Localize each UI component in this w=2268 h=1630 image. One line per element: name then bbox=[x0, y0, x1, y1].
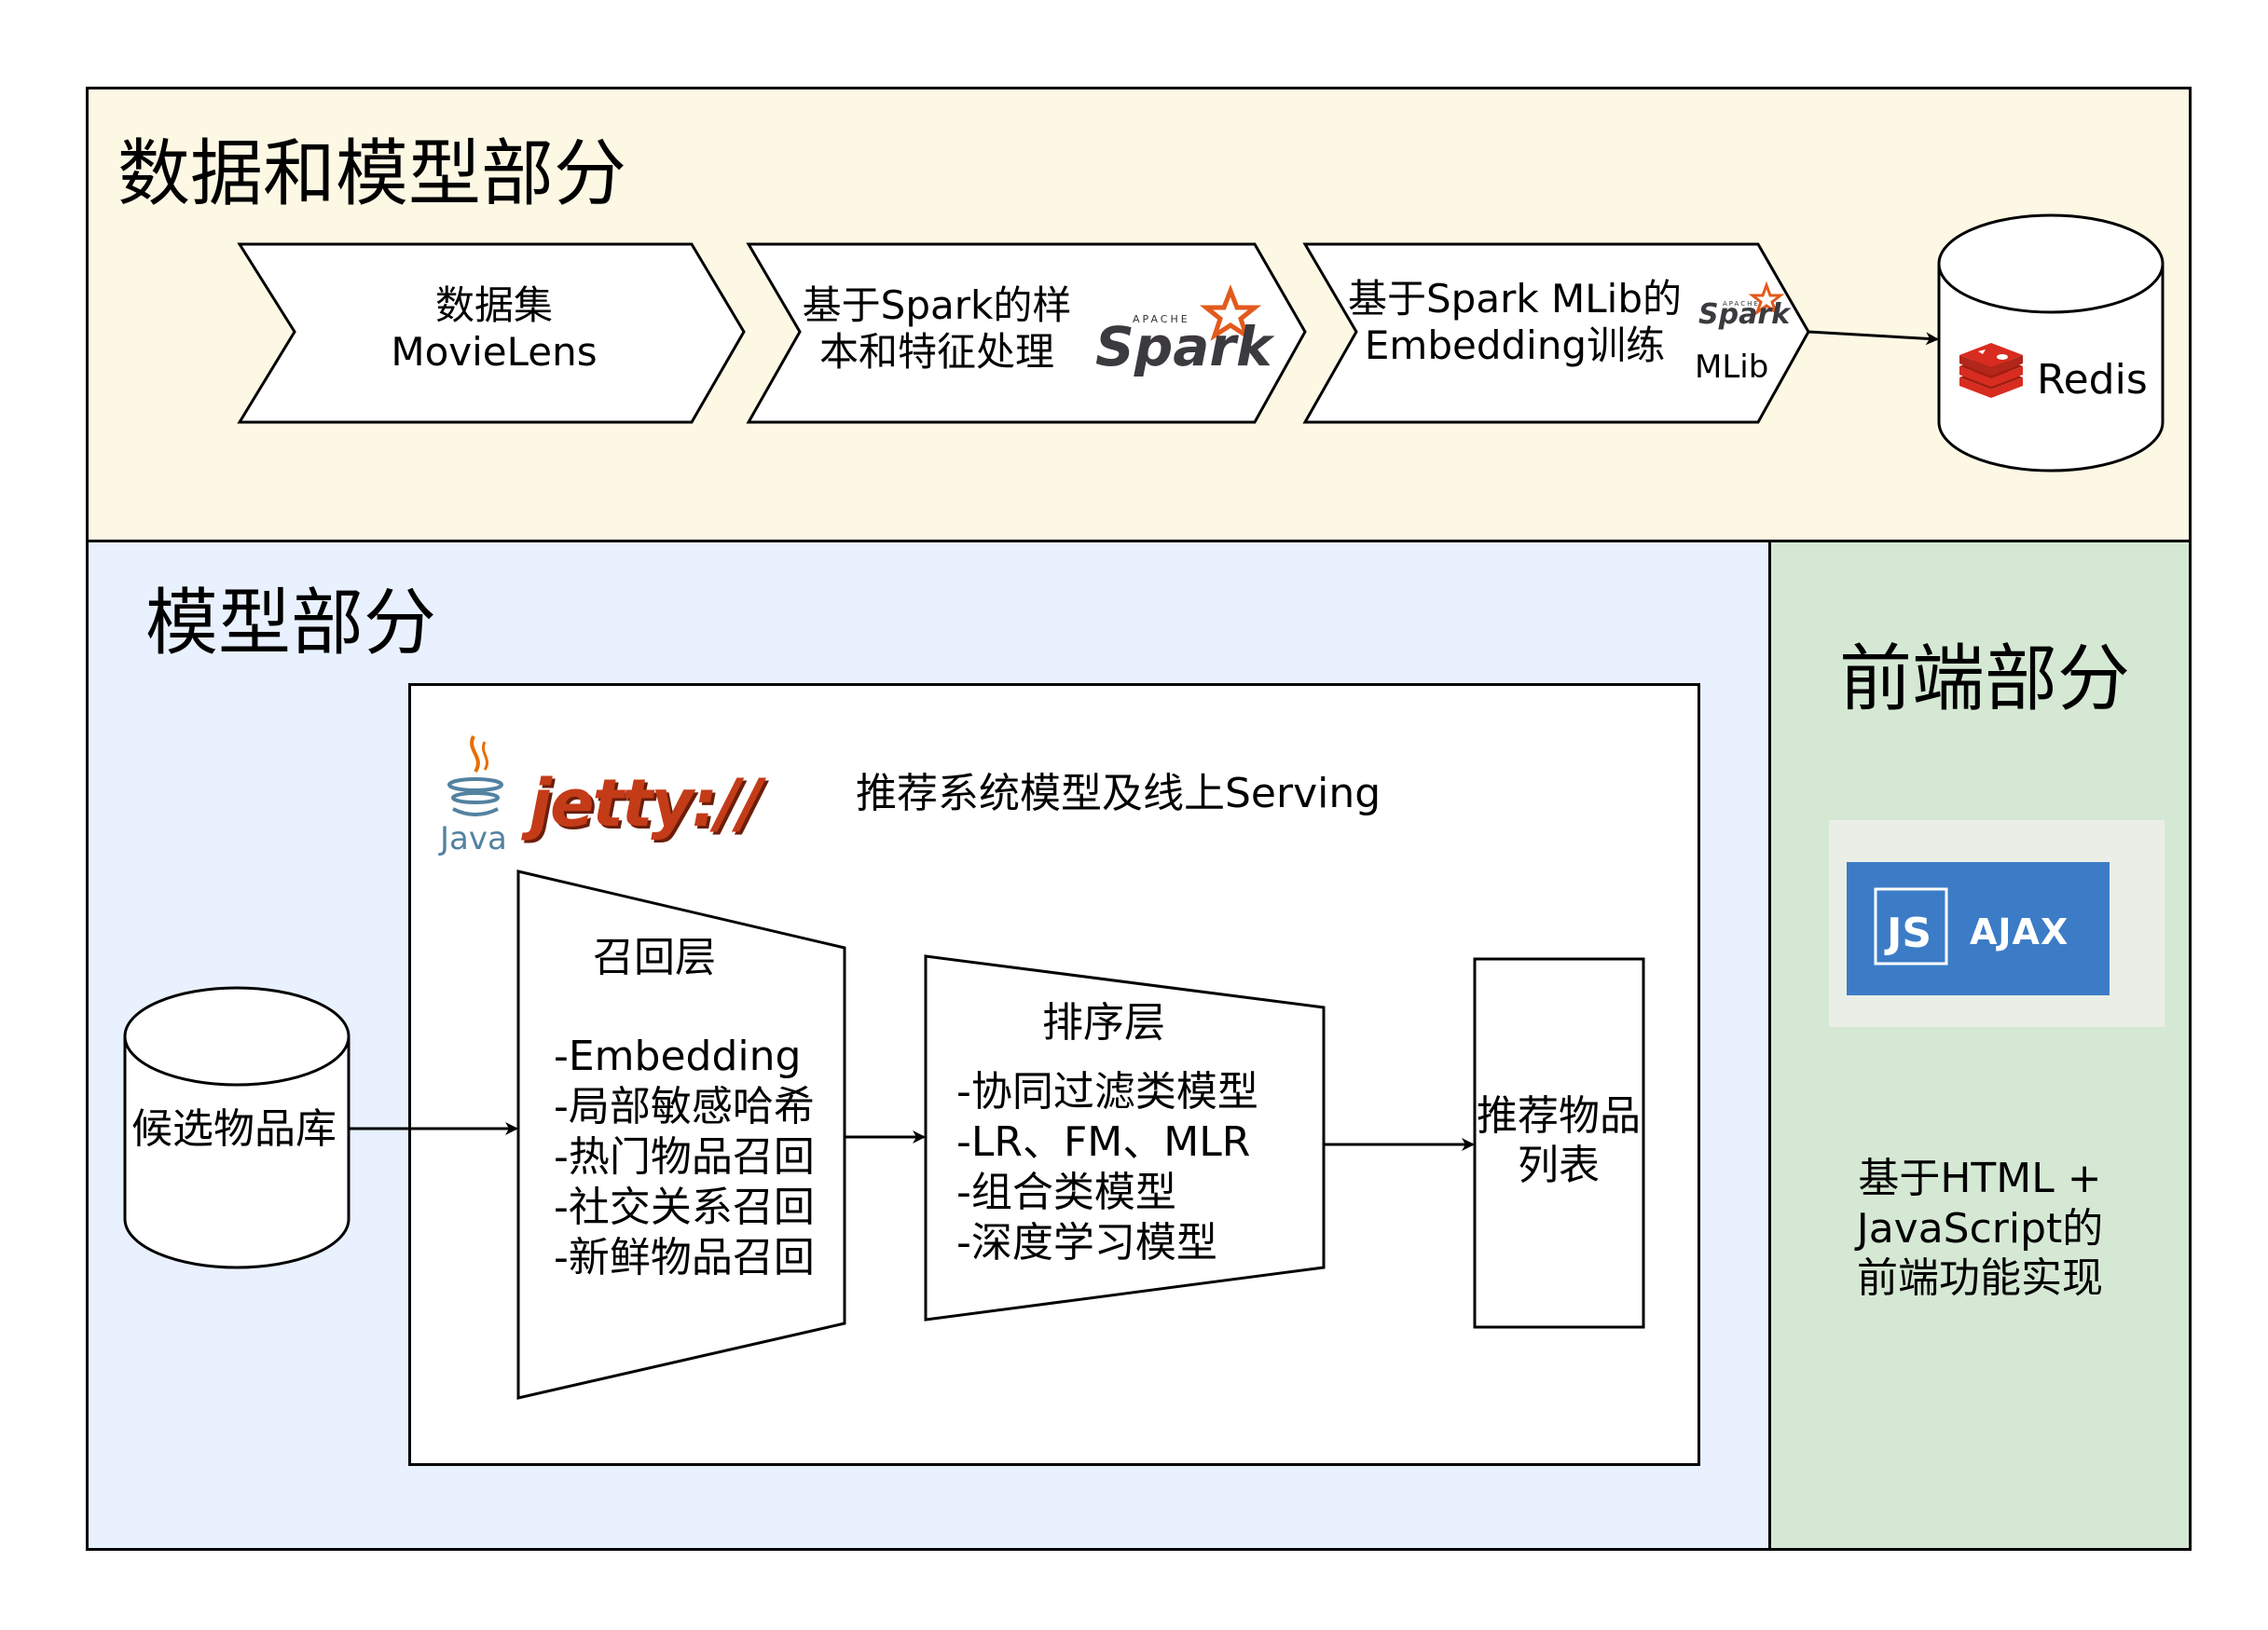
embedding-label: 基于Spark MLib的 Embedding训练 bbox=[1338, 276, 1692, 370]
spark-logo-text-2: Spark bbox=[1698, 298, 1791, 331]
ranking-item: -LR、FM、MLR bbox=[956, 1118, 1251, 1166]
java-cup-icon bbox=[447, 735, 503, 816]
spark-star-icon bbox=[1199, 284, 1262, 341]
ranking-item: -组合类模型 bbox=[956, 1169, 1176, 1216]
candidate-cylinder bbox=[123, 986, 351, 1269]
spark-logo-text: Spark bbox=[1095, 315, 1272, 378]
spark-logo-small-text-2: APACHE bbox=[1723, 300, 1760, 308]
candidate-label: 候选物品库 bbox=[131, 1105, 337, 1153]
data-section-title: 数据和模型部分 bbox=[117, 132, 627, 216]
result-line2: 列表 bbox=[1518, 1141, 1600, 1189]
dataset-label-line2: MovieLens bbox=[391, 329, 598, 376]
recall-item: -社交关系召回 bbox=[554, 1184, 815, 1231]
spark-process-line1: 基于Spark的样 bbox=[802, 282, 1072, 328]
embedding-line2: Embedding训练 bbox=[1364, 322, 1666, 369]
ranking-item: -深度学习模型 bbox=[956, 1219, 1217, 1267]
dataset-label-line1: 数据集 bbox=[434, 282, 553, 328]
result-line1: 推荐物品 bbox=[1477, 1092, 1641, 1140]
spark-process-chevron bbox=[746, 242, 1307, 424]
js-icon-label: JS bbox=[1887, 910, 1932, 957]
dataset-label: 数据集 MovieLens bbox=[345, 282, 643, 377]
model-section-title: 模型部分 bbox=[145, 582, 437, 665]
result-list-label: 推荐物品 列表 bbox=[1465, 1092, 1652, 1191]
ranking-item: -协同过滤类模型 bbox=[956, 1068, 1258, 1116]
redis-label: Redis bbox=[2037, 356, 2148, 404]
jetty-logo: jetty:// bbox=[529, 765, 762, 842]
js-icon-frame bbox=[1874, 887, 1948, 966]
arrow-to-redis bbox=[1808, 330, 1939, 346]
spark-star-icon-small bbox=[1748, 281, 1785, 316]
embedding-line1: 基于Spark MLib的 bbox=[1348, 276, 1682, 322]
spark-process-line2: 本和特征处理 bbox=[818, 329, 1054, 376]
ranking-title: 排序层 bbox=[1042, 999, 1165, 1047]
embedding-chevron bbox=[1302, 242, 1810, 424]
serving-title: 推荐系统模型及线上Serving bbox=[856, 770, 1381, 817]
dataset-chevron bbox=[237, 242, 746, 424]
recall-item: -Embedding bbox=[554, 1033, 802, 1080]
mlib-label: MLib bbox=[1695, 349, 1769, 386]
redis-cylinder bbox=[1937, 213, 2165, 473]
recall-item: -热门物品召回 bbox=[554, 1133, 815, 1181]
frontend-desc-line1: 基于HTML + bbox=[1858, 1155, 2102, 1202]
recall-item: -局部敏感哈希 bbox=[554, 1083, 815, 1130]
recall-layer-shape bbox=[516, 870, 846, 1400]
frontend-section bbox=[1768, 540, 2192, 1551]
redis-logo-icon bbox=[1959, 343, 2023, 398]
spark-logo-small-text: APACHE bbox=[1133, 313, 1190, 325]
frontend-desc-line2: JavaScript的 bbox=[1856, 1204, 2104, 1253]
java-label: Java bbox=[440, 820, 507, 857]
ajax-icon-label: AJAX bbox=[1970, 911, 2069, 952]
recall-item: -新鲜物品召回 bbox=[554, 1234, 815, 1281]
spark-process-label: 基于Spark的样 本和特征处理 bbox=[788, 282, 1086, 377]
frontend-desc-line3: 前端功能实现 bbox=[1857, 1254, 2103, 1303]
result-list-shape bbox=[1473, 957, 1645, 1329]
frontend-description: 基于HTML + JavaScript的 前端功能实现 bbox=[1790, 1154, 2170, 1304]
ranking-layer-shape bbox=[924, 954, 1326, 1322]
recall-title: 召回层 bbox=[593, 934, 716, 981]
js-ajax-badge bbox=[1847, 862, 2110, 995]
frontend-section-title: 前端部分 bbox=[1839, 637, 2131, 721]
